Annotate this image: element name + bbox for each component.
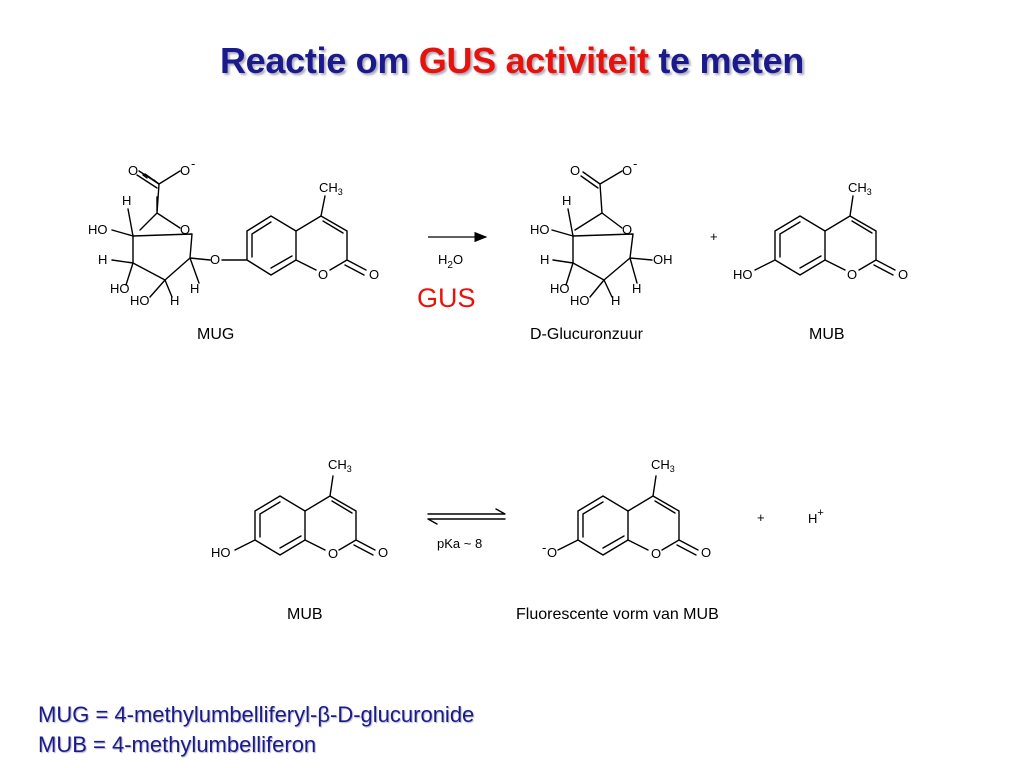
slide-title: Reactie om GUS activiteit te meten — [0, 40, 1024, 82]
legend-line-mub: MUB = 4-methylumbelliferon — [38, 732, 317, 757]
mug-structure: O O - H HO O H HO HO H H O CH3 O O MUG — [88, 156, 379, 343]
mub-caption-1: MUB — [809, 326, 845, 343]
mub1-lactone-o: O — [847, 267, 857, 282]
mug-carboxylate-o: O — [180, 163, 190, 178]
mug-ho-3: HO — [130, 293, 150, 308]
proton-label: H+ — [808, 507, 824, 526]
equilibrium-arrow: pKa ~ 8 — [427, 508, 506, 551]
gla-ho-3: HO — [570, 293, 590, 308]
reaction-scheme: O O - H HO O H HO HO H H O CH3 O O MUG — [88, 156, 908, 623]
reaction1-arrow: H2O GUS — [417, 231, 488, 313]
gla-h-anomeric: H — [632, 281, 641, 296]
mug-glucuronide-ring: O O - H HO O H HO HO H H O — [88, 156, 220, 308]
fmub-ch3: CH3 — [651, 457, 675, 474]
mug-keto-o: O — [369, 267, 379, 282]
mub2-keto-o: O — [378, 545, 388, 560]
mub-structure-2: CH3 HO O O MUB — [211, 457, 388, 623]
fluorescent-mub-structure: CH3 - O O O Fluorescente vorm van MUB — [516, 457, 719, 623]
mug-lactone-o: O — [318, 267, 328, 282]
mub1-ch3: CH3 — [848, 180, 872, 197]
legend-line-mug: MUG = 4-methylumbelliferyl-β-D-glucuroni… — [38, 702, 475, 727]
mug-ho-1: HO — [88, 222, 108, 237]
plus-sign-1: + — [710, 229, 718, 244]
mub-caption-2: MUB — [287, 606, 323, 623]
gla-oh: OH — [653, 252, 673, 267]
mub-structure-1: CH3 HO O O MUB — [733, 180, 908, 343]
title-highlight: GUS activiteit — [418, 40, 649, 81]
mug-h-bottom: H — [170, 293, 179, 308]
mug-h-left: H — [98, 252, 107, 267]
mug-charge: - — [191, 156, 195, 171]
gla-ring-o: O — [622, 222, 632, 237]
gla-ho-2: HO — [550, 281, 570, 296]
fluorescent-mub-caption: Fluorescente vorm van MUB — [516, 606, 719, 623]
gla-charge: - — [633, 156, 637, 171]
mug-coumarin: CH3 O O — [221, 180, 379, 282]
mug-ch3: CH3 — [319, 180, 343, 197]
mug-glycosidic-o: O — [210, 252, 220, 267]
enzyme-label: GUS — [417, 283, 476, 313]
mug-h-anomeric: H — [190, 281, 199, 296]
gla-carboxylate-o: O — [622, 163, 632, 178]
fmub-keto-o: O — [701, 545, 711, 560]
gla-h-bottom: H — [611, 293, 620, 308]
fmub-lactone-o: O — [651, 546, 661, 561]
pka-label: pKa ~ 8 — [437, 536, 482, 551]
mug-carbonyl-o: O — [128, 163, 138, 178]
gla-carbonyl-o: O — [570, 163, 580, 178]
fmub-charge: - — [542, 540, 546, 555]
gla-h-top: H — [562, 193, 571, 208]
mub1-ho: HO — [733, 267, 753, 282]
gla-ho-1: HO — [530, 222, 550, 237]
gla-h-left: H — [540, 252, 549, 267]
glucuronic-acid-caption: D-Glucuronzuur — [530, 326, 644, 343]
water-label: H2O — [438, 252, 463, 271]
fmub-phenolate-o: O — [547, 545, 557, 560]
mub1-keto-o: O — [898, 267, 908, 282]
plus-sign-2: + — [757, 510, 765, 525]
mug-ho-2: HO — [110, 281, 130, 296]
mub2-lactone-o: O — [328, 546, 338, 561]
mub2-ho: HO — [211, 545, 231, 560]
title-part2: te meten — [648, 40, 804, 81]
mug-h-top: H — [122, 193, 131, 208]
mub2-ch3: CH3 — [328, 457, 352, 474]
title-part1: Reactie om — [219, 40, 419, 81]
mug-caption: MUG — [197, 326, 234, 343]
abbreviation-legend: MUG = 4-methylumbelliferyl-β-D-glucuroni… — [38, 700, 474, 760]
mug-ring-o: O — [180, 222, 190, 237]
glucuronic-acid-structure: O O - H HO O H OH HO HO H H D-Glucuronzu… — [530, 156, 673, 343]
